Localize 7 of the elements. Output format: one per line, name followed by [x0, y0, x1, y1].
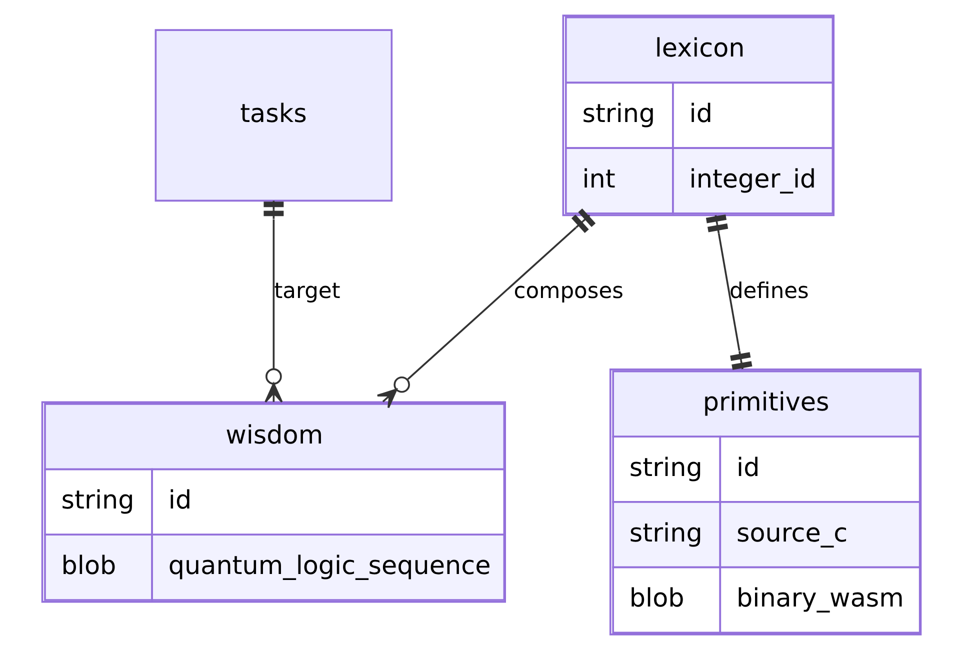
edge-label: target — [274, 278, 340, 304]
connector — [376, 208, 596, 409]
connector — [706, 214, 752, 370]
connector — [264, 200, 284, 403]
node-box: tasks — [154, 29, 393, 202]
edge-label: composes — [514, 278, 624, 304]
edge-label: defines — [729, 278, 809, 304]
